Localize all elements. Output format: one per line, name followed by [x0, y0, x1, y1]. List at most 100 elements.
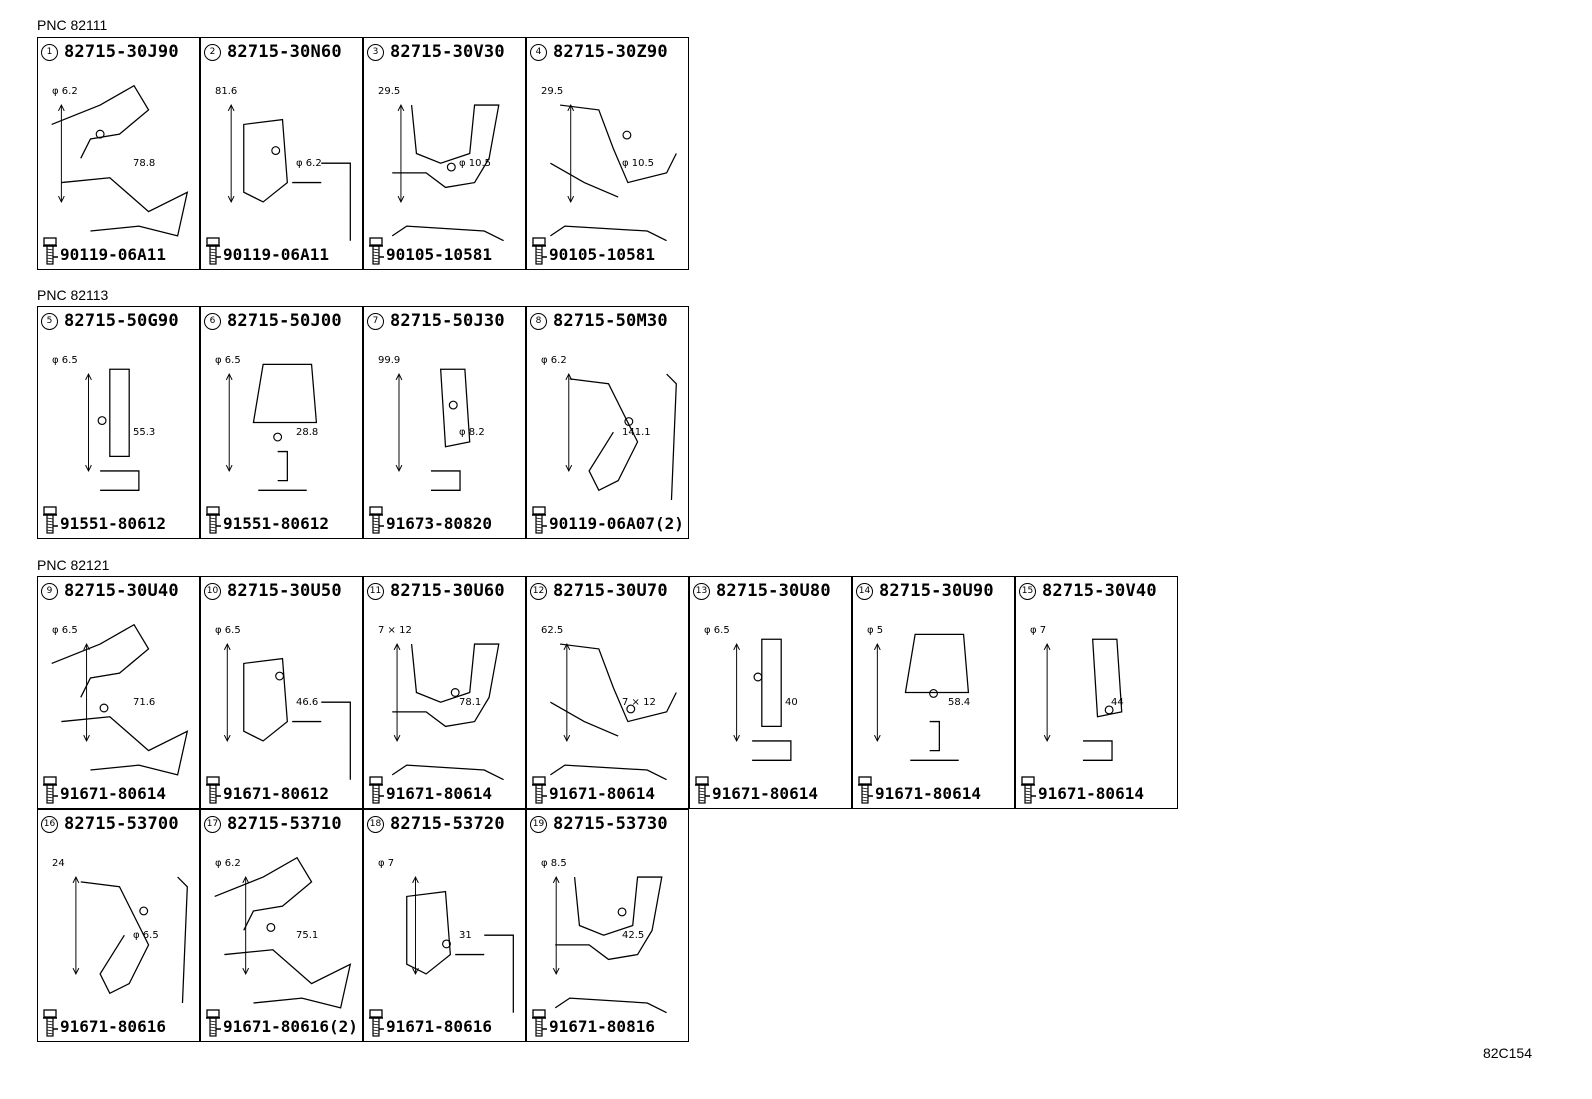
bolt-callout[interactable]: 91673-80820: [368, 506, 492, 534]
bolt-callout[interactable]: 91671-80616(2): [205, 1009, 358, 1037]
bolt-part-number[interactable]: 91671-80816: [549, 1017, 655, 1036]
part-number[interactable]: 82715-30U80: [716, 581, 831, 601]
bolt-part-number[interactable]: 90119-06A07(2): [549, 514, 684, 533]
callout-number: 1: [41, 43, 58, 61]
bolt-part-number[interactable]: 90119-06A11: [60, 245, 166, 264]
part-number[interactable]: 82715-30V40: [1042, 581, 1157, 601]
part-number[interactable]: 82715-53710: [227, 814, 342, 834]
dimension-label: 42.5: [622, 930, 645, 941]
bolt-part-number[interactable]: 91671-80616(2): [223, 1017, 358, 1036]
part-number[interactable]: 82715-53730: [553, 814, 668, 834]
dimension-label: 58.4: [948, 697, 971, 708]
dimension-label: φ 6.2: [296, 158, 322, 169]
bolt-part-number[interactable]: 91671-80614: [60, 784, 166, 803]
part-header: 9 82715-30U40: [41, 580, 179, 602]
bolt-part-number[interactable]: 91673-80820: [386, 514, 492, 533]
bolt-callout[interactable]: 90105-10581: [531, 237, 655, 265]
bolt-part-number[interactable]: 91671-80612: [223, 784, 329, 803]
dimension-label: 40: [785, 697, 798, 708]
bolt-part-number[interactable]: 91551-80612: [60, 514, 166, 533]
bolt-callout[interactable]: 91671-80614: [857, 776, 981, 804]
part-number[interactable]: 82715-50J30: [390, 311, 505, 331]
bolt-callout[interactable]: 90119-06A11: [42, 237, 166, 265]
part-number[interactable]: 82715-50J00: [227, 311, 342, 331]
bolt-callout[interactable]: 91671-80614: [694, 776, 818, 804]
part-number[interactable]: 82715-30U60: [390, 581, 505, 601]
dimension-label: 71.6: [133, 697, 156, 708]
bolt-part-number[interactable]: 91671-80614: [386, 784, 492, 803]
bolt-icon: [43, 506, 58, 534]
bolt-part-number[interactable]: 90119-06A11: [223, 245, 329, 264]
dimension-label: 7 × 12: [622, 697, 656, 708]
dimension-label: φ 6.5: [133, 930, 159, 941]
bolt-part-number[interactable]: 91671-80614: [1038, 784, 1144, 803]
dimension-label: 75.1: [296, 930, 319, 941]
part-number[interactable]: 82715-50G90: [64, 311, 179, 331]
bolt-callout[interactable]: 91551-80612: [42, 506, 166, 534]
part-number[interactable]: 82715-53700: [64, 814, 179, 834]
bolt-callout[interactable]: 91671-80614: [1020, 776, 1144, 804]
bolt-part-number[interactable]: 91671-80614: [549, 784, 655, 803]
callout-number: 6: [204, 312, 221, 330]
bracket-sketch-icon: [550, 103, 677, 241]
bolt-part-number[interactable]: 91551-80612: [223, 514, 329, 533]
part-number[interactable]: 82715-30V30: [390, 42, 505, 62]
part-number[interactable]: 82715-30Z90: [553, 42, 668, 62]
bolt-callout[interactable]: 91671-80614: [42, 776, 166, 804]
bolt-callout[interactable]: 91671-80614: [368, 776, 492, 804]
part-number[interactable]: 82715-30U40: [64, 581, 179, 601]
bolt-callout[interactable]: 91671-80616: [42, 1009, 166, 1037]
bolt-part-number[interactable]: 90105-10581: [386, 245, 492, 264]
part-number[interactable]: 82715-30U50: [227, 581, 342, 601]
part-number[interactable]: 82715-53720: [390, 814, 505, 834]
bolt-callout[interactable]: 90119-06A11: [205, 237, 329, 265]
bolt-callout[interactable]: 91671-80616: [368, 1009, 492, 1037]
bolt-callout[interactable]: 90119-06A07(2): [531, 506, 684, 534]
bolt-part-number[interactable]: 91671-80616: [386, 1017, 492, 1036]
bracket-sketch-icon: [214, 856, 352, 1009]
part-number[interactable]: 82715-30J90: [64, 42, 179, 62]
bolt-part-number[interactable]: 90105-10581: [549, 245, 655, 264]
bolt-callout[interactable]: 91671-80612: [205, 776, 329, 804]
bolt-part-number[interactable]: 91671-80614: [875, 784, 981, 803]
callout-number: 9: [41, 582, 58, 600]
part-number[interactable]: 82715-30U70: [553, 581, 668, 601]
bolt-callout[interactable]: 90105-10581: [368, 237, 492, 265]
callout-number: 12: [530, 582, 547, 600]
bolt-part-number[interactable]: 91671-80616: [60, 1017, 166, 1036]
bolt-callout[interactable]: 91671-80816: [531, 1009, 655, 1037]
dimension-label: 141.1: [622, 427, 651, 438]
part-number[interactable]: 82715-50M30: [553, 311, 668, 331]
bolt-callout[interactable]: 91551-80612: [205, 506, 329, 534]
bolt-part-number[interactable]: 91671-80614: [712, 784, 818, 803]
bracket-sketch-icon: [391, 103, 504, 241]
bolt-callout[interactable]: 91671-80614: [531, 776, 655, 804]
part-number[interactable]: 82715-30U90: [879, 581, 994, 601]
callout-number: 7: [367, 312, 384, 330]
bracket-sketch-icon: [733, 638, 792, 761]
part-number[interactable]: 82715-30N60: [227, 42, 342, 62]
dimension-label: φ 6.5: [215, 355, 241, 366]
